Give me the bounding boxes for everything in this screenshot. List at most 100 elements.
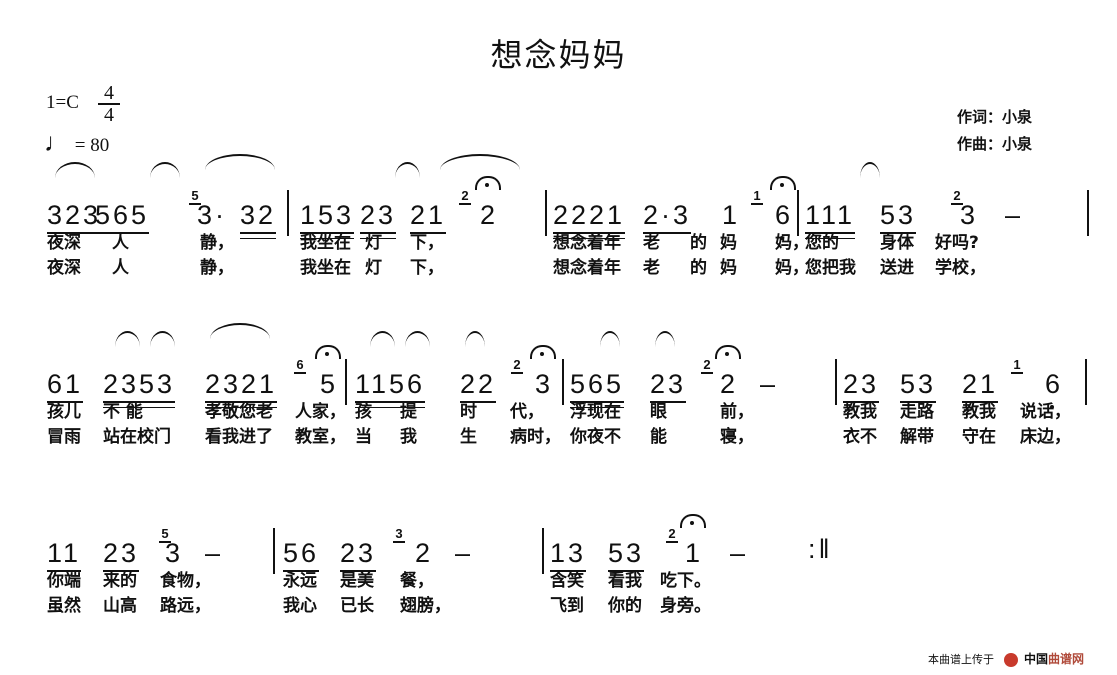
- slur-icon: [405, 331, 430, 347]
- repeat-end-sign: :‖: [808, 534, 833, 564]
- lyric-verse-1: 静，: [200, 233, 234, 253]
- quarter-note-icon: ♩: [44, 128, 70, 157]
- lyric-verse-1: 看我: [608, 571, 642, 591]
- lyric-verse-2: 你夜不: [570, 427, 621, 447]
- note-group: 2353: [103, 369, 176, 403]
- lyric-verse-2: 冒雨: [47, 427, 81, 447]
- note-group: 3: [960, 200, 979, 230]
- note-group: 2221: [553, 200, 626, 234]
- slur-icon: [395, 162, 420, 178]
- note-group: 1: [722, 200, 741, 230]
- lyric-verse-1: 老: [643, 233, 660, 253]
- low-octave-dot: [780, 236, 784, 240]
- lyric-verse-2: 妈: [720, 258, 737, 278]
- lyric-verse-2: 学校，: [935, 258, 986, 278]
- note-group: 323: [47, 200, 102, 234]
- note-group: 11: [47, 538, 82, 572]
- note-group: 53: [900, 369, 937, 403]
- note-group: 3·: [197, 200, 228, 230]
- note-group: 23: [843, 369, 880, 403]
- lyric-verse-1: 想念着年: [553, 233, 621, 253]
- slur-icon: [600, 331, 620, 347]
- lyric-verse-2: 衣不: [843, 427, 877, 447]
- slur-icon: [860, 162, 880, 178]
- note-group: 6: [775, 200, 794, 230]
- site-logo-accent: 曲谱网: [1048, 652, 1085, 666]
- bar-line: [835, 359, 837, 405]
- lyric-verse-2: 妈，: [775, 258, 809, 278]
- lyric-verse-2: 寝，: [720, 427, 754, 447]
- grace-note: 2: [950, 188, 964, 205]
- lyric-verse-1: 妈，: [775, 233, 809, 253]
- lyric-verse-1: 前，: [720, 402, 754, 422]
- lyric-verse-2: 已长: [340, 596, 374, 616]
- note-group: 23: [650, 369, 687, 403]
- lyric-verse-2: 能: [650, 427, 667, 447]
- lyric-verse-2: 看我进了: [205, 427, 273, 447]
- note-group: 6: [1045, 369, 1064, 399]
- note-dash: –: [760, 369, 779, 399]
- note-group: 32: [240, 200, 277, 234]
- bar-line: [345, 359, 347, 405]
- note-group: 53: [608, 538, 645, 572]
- note-group: 5: [320, 369, 339, 399]
- lyric-verse-2: 床边，: [1020, 427, 1071, 447]
- slur-icon: [655, 331, 675, 347]
- lyric-verse-2: 我: [400, 427, 417, 447]
- lyric-verse-2: 我心: [283, 596, 317, 616]
- time-signature-top: 4: [104, 82, 114, 104]
- lyric-verse-2: 当: [355, 427, 372, 447]
- slur-icon: [55, 162, 95, 178]
- lyric-verse-1: 提: [400, 402, 417, 422]
- note-group: 2: [480, 200, 499, 230]
- lyric-verse-1: 妈: [720, 233, 737, 253]
- lyric-verse-2: 翅膀，: [400, 596, 451, 616]
- site-logo-icon: [1003, 653, 1018, 667]
- lyric-verse-1: 人家，: [295, 402, 346, 422]
- lyric-verse-1: 人: [112, 233, 129, 253]
- lyric-verse-2: 教室，: [295, 427, 346, 447]
- fermata-icon: [770, 176, 796, 190]
- grace-note: 3: [392, 526, 406, 543]
- grace-note: 5: [188, 188, 202, 205]
- lyric-verse-1: 永远: [283, 571, 317, 591]
- key-signature: 1=C: [46, 92, 79, 113]
- grace-note: 1: [1010, 357, 1024, 374]
- lyric-verse-1: 是美: [340, 571, 374, 591]
- note-group: 2: [720, 369, 739, 399]
- lyric-verse-1: 吃下。: [660, 571, 711, 591]
- note-dash: –: [730, 538, 749, 568]
- note-dash: –: [455, 538, 474, 568]
- lyric-verse-2: 的: [690, 258, 707, 278]
- slur-icon: [205, 154, 275, 170]
- lyric-verse-1: 我坐在: [300, 233, 351, 253]
- note-group: 565: [95, 200, 150, 234]
- lyric-verse-1: 灯: [365, 233, 382, 253]
- note-group: 56: [283, 538, 320, 572]
- lyric-verse-2: 身旁。: [660, 596, 711, 616]
- note-group: 2: [415, 538, 434, 568]
- lyric-verse-2: 守在: [962, 427, 996, 447]
- note-group: 61: [47, 369, 84, 403]
- lyric-verse-1: 不 能: [103, 402, 143, 422]
- fermata-icon: [715, 345, 741, 359]
- grace-note: 6: [293, 357, 307, 374]
- bar-line: [562, 359, 564, 405]
- grace-note: 5: [158, 526, 172, 543]
- slur-icon: [150, 331, 175, 347]
- lyric-verse-1: 孩: [355, 402, 372, 422]
- grace-note: 1: [750, 188, 764, 205]
- grace-note: 2: [458, 188, 472, 205]
- note-group: 1156: [355, 369, 426, 403]
- lyric-verse-2: 站在校门: [103, 427, 171, 447]
- time-signature-line: [98, 103, 120, 105]
- note-group: 2321: [205, 369, 278, 403]
- note-group: 53: [880, 200, 917, 234]
- bar-line: [797, 190, 799, 236]
- lyricist-credit: 作词：小泉: [957, 108, 1033, 126]
- fermata-icon: [475, 176, 501, 190]
- footer: 本曲谱上传于 中国曲谱网: [928, 650, 1084, 667]
- note-group: 23: [103, 538, 140, 572]
